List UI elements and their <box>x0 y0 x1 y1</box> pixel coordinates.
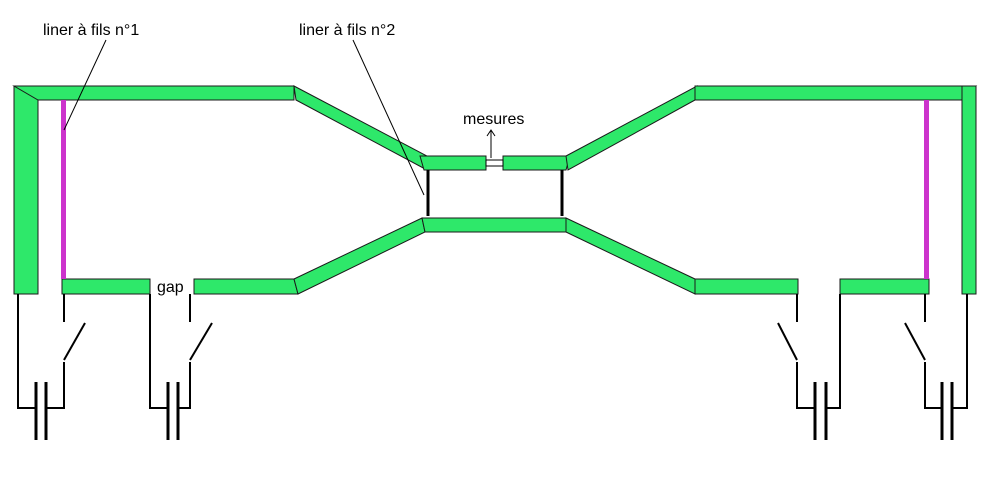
outer-electrode-right-slope <box>565 85 698 171</box>
outer-electrode-left-top <box>12 85 295 101</box>
circuit-right-inner <box>777 294 841 440</box>
liner1-pointer-line <box>63 39 107 131</box>
circuit-left-inner-wire-a <box>149 294 168 409</box>
circuit-right-inner-switch <box>777 322 798 361</box>
liner1-label: liner à fils n°1 <box>43 22 139 39</box>
circuit-left-outer-wire-a <box>17 294 36 409</box>
outer-electrode-right-vertical <box>961 85 977 295</box>
outer-electrode-center-left <box>419 155 487 171</box>
circuit-right-outer-wire-b <box>924 362 942 409</box>
inner-electrode-left-flat <box>193 278 299 295</box>
wire-liner-1-right <box>924 100 929 279</box>
circuit-left-inner-wire-c <box>178 362 191 409</box>
inner-electrode-left-slope <box>293 217 426 295</box>
inner-electrode <box>61 217 930 295</box>
circuit-right-outer <box>904 294 968 440</box>
circuit-right-inner-wire-b <box>796 362 815 409</box>
gap-label: gap <box>157 279 184 296</box>
inner-electrode-right-slope <box>565 217 696 295</box>
outer-electrode-center-right <box>502 155 571 171</box>
outer-electrode-left-vertical <box>13 85 39 295</box>
measurement-gap-box <box>485 159 504 167</box>
wire-liner-1-left <box>61 100 66 279</box>
liner2-pointer-line <box>352 39 425 196</box>
circuit-left-outer <box>17 294 86 440</box>
circuit-right-inner-wire-c <box>826 294 841 409</box>
mesures-label: mesures <box>463 111 524 128</box>
inner-electrode-left-stub <box>61 278 151 295</box>
circuit-left-outer-switch <box>63 322 86 361</box>
measurement-gap <box>485 129 504 167</box>
circuit-right-outer-switch <box>904 322 926 361</box>
circuit-right-outer-wire-c <box>952 294 968 409</box>
mesures-arrow-head <box>486 129 496 137</box>
inner-electrode-center <box>421 217 567 233</box>
circuit-left-inner <box>149 294 213 440</box>
outer-electrode-right-top <box>694 85 978 101</box>
inner-electrode-right-flat <box>694 278 799 295</box>
inner-electrode-right-stub <box>839 278 930 295</box>
circuit-left-outer-wire-c <box>46 362 65 409</box>
liner2-label: liner à fils n°2 <box>299 22 395 39</box>
circuit-left-inner-switch <box>189 322 213 361</box>
